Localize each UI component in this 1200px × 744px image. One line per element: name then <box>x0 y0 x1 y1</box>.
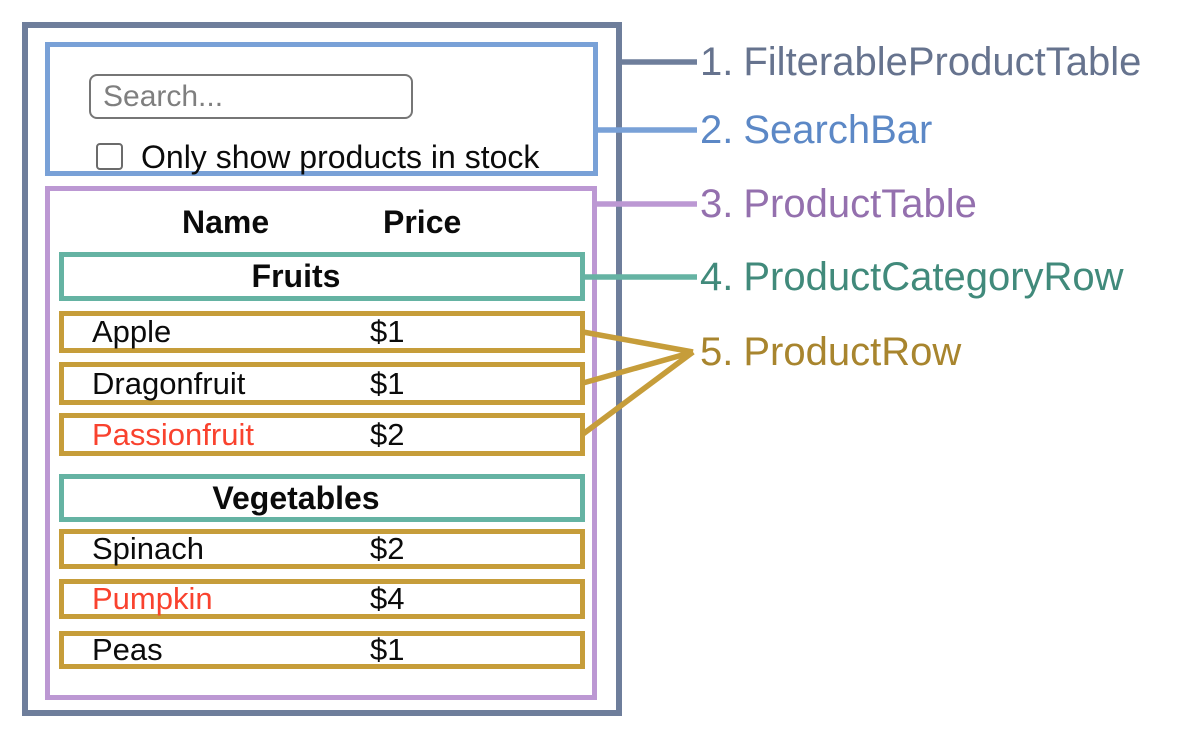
product-row-passionfruit: Passionfruit $2 <box>59 413 585 456</box>
product-name-out-of-stock: Pumpkin <box>92 581 213 616</box>
product-row-pumpkin: Pumpkin $4 <box>59 579 585 619</box>
product-row-dragonfruit: Dragonfruit $1 <box>59 362 585 405</box>
product-row-apple: Apple $1 <box>59 311 585 353</box>
legend-product-row: 5.ProductRow <box>700 328 961 376</box>
product-name: Spinach <box>92 531 205 566</box>
legend-name: ProductRow <box>743 330 962 374</box>
legend-number: 1. <box>700 40 734 84</box>
product-category-row-fruits: Fruits <box>59 252 585 301</box>
product-category-row-vegetables: Vegetables <box>59 474 585 522</box>
product-row-peas: Peas $1 <box>59 631 585 669</box>
legend-product-table: 3.ProductTable <box>700 180 977 228</box>
in-stock-checkbox[interactable] <box>96 143 123 170</box>
legend-number: 5. <box>700 330 734 374</box>
product-name: Apple <box>92 314 172 349</box>
legend-number: 3. <box>700 182 734 226</box>
product-name: Dragonfruit <box>92 365 246 401</box>
product-price: $2 <box>370 531 405 566</box>
product-price: $1 <box>370 365 405 401</box>
product-table-box: Name Price Fruits Apple $1 Dragonfruit $… <box>45 186 597 700</box>
search-input[interactable] <box>89 74 413 119</box>
product-price: $2 <box>370 416 405 452</box>
legend-number: 4. <box>700 255 734 299</box>
legend-name: FilterableProductTable <box>743 40 1142 84</box>
product-price: $1 <box>370 632 405 667</box>
column-header-price: Price <box>383 204 462 240</box>
search-bar-box: Only show products in stock <box>45 42 598 176</box>
legend-search-bar: 2.SearchBar <box>700 106 932 154</box>
legend-product-category-row: 4.ProductCategoryRow <box>700 253 1124 301</box>
product-price: $1 <box>370 314 405 349</box>
column-header-name: Name <box>182 204 270 240</box>
product-row-spinach: Spinach $2 <box>59 529 585 569</box>
in-stock-checkbox-label: Only show products in stock <box>141 139 540 175</box>
product-name-out-of-stock: Passionfruit <box>92 416 254 452</box>
legend-name: SearchBar <box>743 108 933 152</box>
category-label: Vegetables <box>212 479 380 516</box>
legend-number: 2. <box>700 108 734 152</box>
product-name: Peas <box>92 632 163 667</box>
category-label: Fruits <box>251 258 341 294</box>
legend-name: ProductCategoryRow <box>743 255 1124 299</box>
filterable-product-table-box: Only show products in stock Name Price F… <box>22 22 622 716</box>
legend-name: ProductTable <box>743 182 977 226</box>
legend-filterable-product-table: 1.FilterableProductTable <box>700 38 1141 86</box>
product-price: $4 <box>370 581 405 616</box>
